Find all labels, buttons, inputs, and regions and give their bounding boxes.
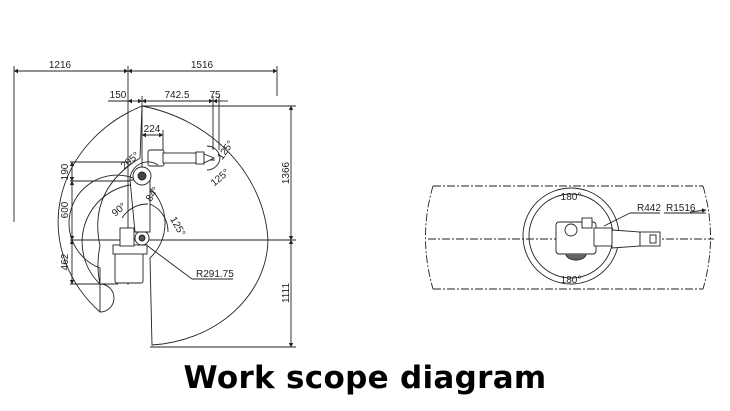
dim-right-reach: 1516 <box>191 60 214 71</box>
dim-link-offset: 224 <box>144 124 161 135</box>
radius-label-side: R291.75 <box>196 269 234 280</box>
outer-radius-label: R1516 <box>666 203 696 214</box>
inner-radius-label: R442 <box>637 203 661 214</box>
top-angle-top: 180° <box>561 192 582 203</box>
angle-wrist-lower: 125° <box>209 167 232 189</box>
dim-offset-a: 150 <box>110 90 127 101</box>
robot-top-silhouette <box>555 217 661 261</box>
angle-shoulder-back: 90° <box>110 201 129 219</box>
robot-side-silhouette <box>112 145 221 284</box>
dim-upper-reach: 1366 <box>281 161 292 184</box>
dim-wrist-offset: 75 <box>209 90 221 101</box>
dim-base-height: 462 <box>60 253 71 270</box>
dim-left-reach: 1216 <box>49 60 72 71</box>
dim-lower-reach: 1111 <box>281 283 292 303</box>
angle-shoulder-front: 125° <box>167 215 187 238</box>
dim-arm-length: 742.5 <box>164 90 189 101</box>
top-angle-bottom: 180° <box>561 275 582 286</box>
diagram-title: Work scope diagram <box>183 360 547 396</box>
dim-link-a: 190 <box>60 163 71 180</box>
top-view <box>425 185 714 290</box>
dim-link-b: 600 <box>60 201 71 218</box>
